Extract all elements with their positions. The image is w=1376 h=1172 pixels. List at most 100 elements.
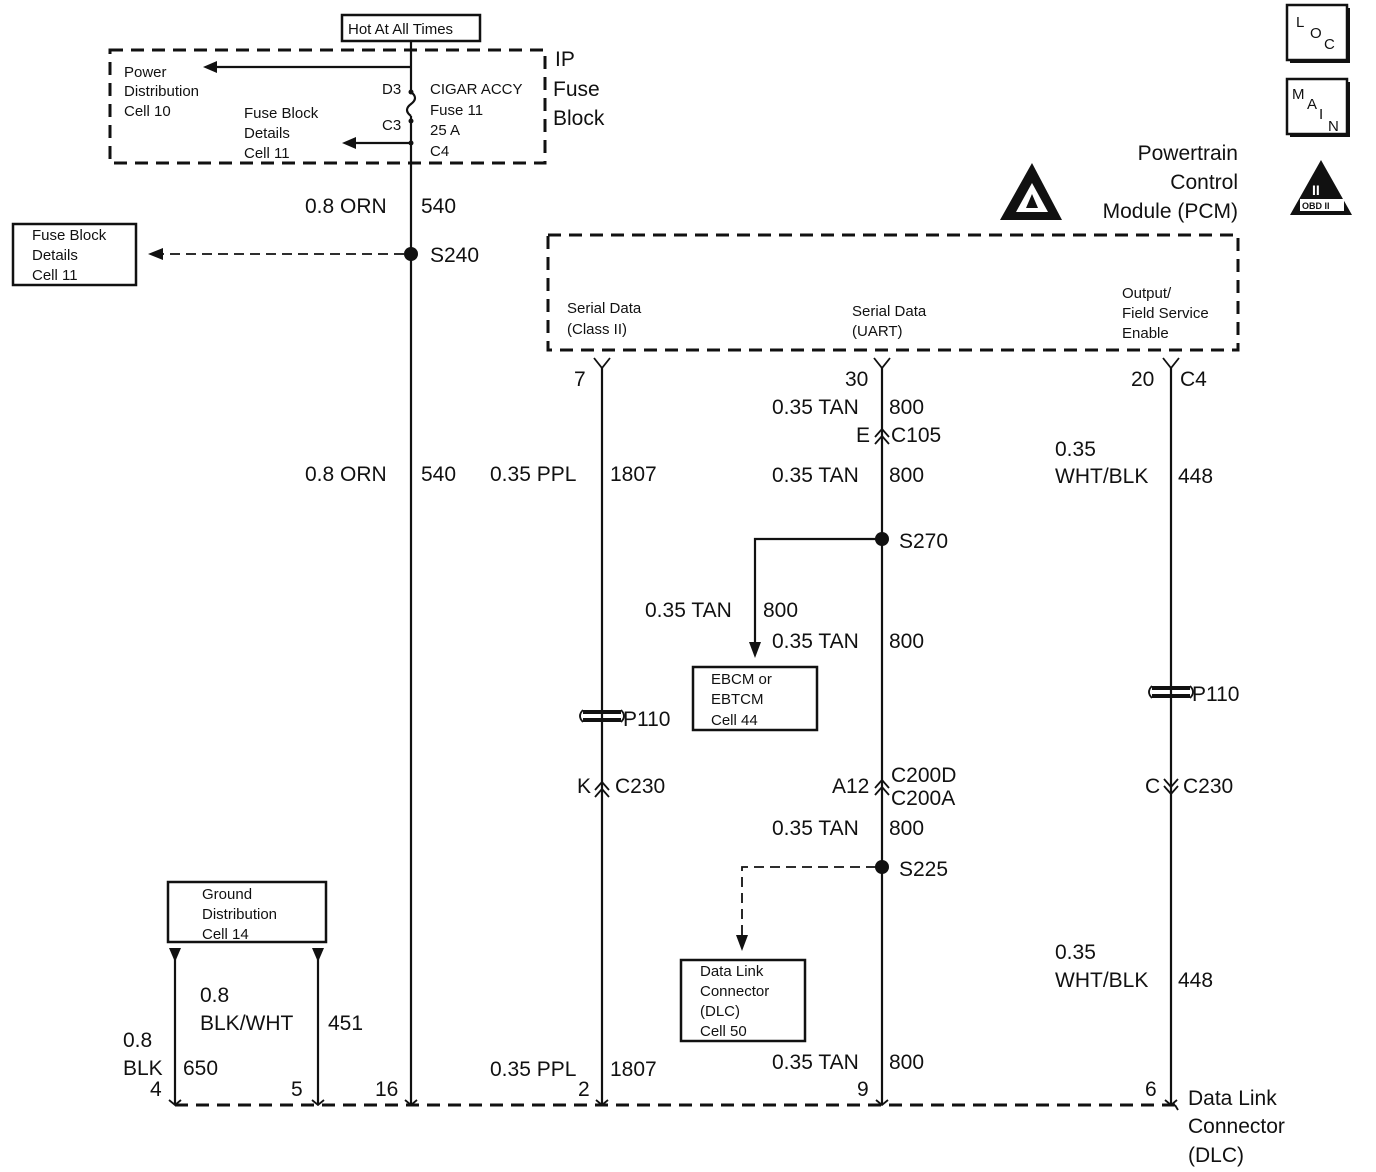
serial-uart-line-2: (UART)	[852, 323, 903, 340]
blkwht-color: BLK/WHT	[200, 1012, 294, 1035]
pin-d3: D3	[382, 81, 401, 98]
svg-text:C: C	[1324, 36, 1335, 53]
blkwht-circuit: 451	[328, 1012, 363, 1035]
ebcm-ref-line-2: EBTCM	[711, 691, 764, 708]
svg-text:O: O	[1310, 25, 1322, 42]
connector-c230-right-icon	[1163, 778, 1179, 796]
loc-icon: L O C	[1285, 3, 1350, 63]
ground-dist-line-1: Ground	[202, 886, 252, 903]
c230-left-label: C230	[615, 775, 665, 798]
fuse-name-line-2: Fuse 11	[430, 102, 483, 119]
pcm-outline	[546, 233, 1240, 352]
pcm-module: Powertrain Control Module (PCM) Serial D…	[546, 142, 1240, 391]
c230-left-pin: K	[577, 775, 591, 798]
pcm-title-2: Control	[1170, 171, 1238, 194]
serial-class2-line-2: (Class II)	[567, 321, 627, 338]
whtblk-circuit-bottom: 448	[1178, 969, 1213, 992]
fuse-name-line-1: CIGAR ACCY	[430, 81, 523, 98]
dlc-ref-line-2: Connector	[700, 983, 769, 1000]
tan-gauge-1: 0.35 TAN	[772, 396, 859, 419]
ebcm-ref-box	[691, 665, 819, 732]
blk-gauge: 0.8	[123, 1029, 152, 1052]
orn-circuit-top: 540	[421, 195, 456, 218]
arrow-left-icon	[342, 137, 356, 149]
svg-text:OBD II: OBD II	[1302, 201, 1330, 211]
tan-circuit-branch: 800	[763, 599, 798, 622]
dlc-ref-box	[679, 958, 807, 1043]
power-distribution-line-3: Cell 10	[124, 103, 171, 120]
svg-text:I: I	[1319, 106, 1323, 123]
obd-ii-icon: II OBD II	[1290, 160, 1352, 215]
ground-circuits: Ground Distribution Cell 14 0.8 BLK 650 …	[123, 880, 363, 1104]
dlc-ref-line-1: Data Link	[700, 963, 764, 980]
ground-dist-ref-box	[166, 880, 328, 944]
connector-c105-icon	[874, 427, 890, 445]
ppl-gauge-top: 0.35 PPL	[490, 463, 576, 486]
connector-c200-icon	[874, 778, 890, 796]
blkwht-gauge: 0.8	[200, 984, 229, 1007]
tan-gauge-branch: 0.35 TAN	[645, 599, 732, 622]
ground-dist-line-3: Cell 14	[202, 926, 249, 943]
ip-fuse-block: Hot At All Times IP Fuse Block Power Dis…	[108, 13, 605, 165]
fuse-name-line-3: 25 A	[430, 122, 460, 139]
arrow-down-icon	[736, 935, 748, 951]
c200d-label: C200D	[891, 764, 956, 787]
p110-right-icon	[1148, 685, 1194, 699]
dlc-pin-2: 2	[578, 1078, 590, 1101]
p110-left-icon	[579, 709, 625, 723]
whtblk-color-top: WHT/BLK	[1055, 465, 1148, 488]
splice-s270-label: S270	[899, 530, 948, 553]
pcm-pin-30: 30	[845, 368, 868, 391]
tan-gauge-3: 0.35 TAN	[772, 630, 859, 653]
tan-gauge-5: 0.35 TAN	[772, 1051, 859, 1074]
blk-color: BLK	[123, 1057, 163, 1080]
splice-s225-label: S225	[899, 858, 948, 881]
power-distribution-line-1: Power	[124, 64, 167, 81]
serial-uart-line-1: Serial Data	[852, 303, 927, 320]
circuit-540: 0.8 ORN 540 0.8 ORN 540 S240 Fuse Block …	[11, 163, 479, 1104]
arrow-left-icon	[148, 248, 163, 260]
c230-right-pin: C	[1145, 775, 1160, 798]
ppl-circuit-bottom: 1807	[610, 1058, 657, 1081]
tan-gauge-4: 0.35 TAN	[772, 817, 859, 840]
power-distribution-line-2: Distribution	[124, 83, 199, 100]
c105-label: C105	[891, 424, 941, 447]
fuse-details-ref-line-3: Cell 11	[32, 267, 78, 284]
pcm-title-1: Powertrain	[1138, 142, 1238, 165]
pcm-pin-7: 7	[574, 368, 586, 391]
fuse-block-title-1: IP	[555, 48, 575, 71]
orn-circuit-mid: 540	[421, 463, 456, 486]
ground-dist-line-2: Distribution	[202, 906, 277, 923]
c200-pin: A12	[832, 775, 869, 798]
pin-c4: C4	[430, 143, 449, 160]
p110-right-label: P110	[1192, 683, 1240, 706]
output-enable-line-1: Output/	[1122, 285, 1172, 302]
ebcm-ref-line-3: Cell 44	[711, 712, 758, 729]
output-enable-line-3: Enable	[1122, 325, 1169, 342]
svg-text:L: L	[1296, 14, 1304, 31]
svg-text:A: A	[1307, 96, 1317, 113]
hot-at-all-times-label: Hot At All Times	[348, 21, 453, 38]
tan-gauge-2: 0.35 TAN	[772, 464, 859, 487]
ppl-circuit-top: 1807	[610, 463, 657, 486]
circuit-1807: 0.35 PPL 1807 P110 K C230 0.35 PPL 1807	[490, 368, 671, 1104]
pcm-title-3: Module (PCM)	[1103, 200, 1238, 223]
pcm-connector-c4: C4	[1180, 368, 1207, 391]
fuse-icon	[405, 91, 417, 117]
p110-left-label: P110	[623, 708, 671, 731]
splice-s225-dot	[875, 860, 889, 874]
dlc-pin-6: 6	[1145, 1078, 1157, 1101]
whtblk-circuit-top: 448	[1178, 465, 1213, 488]
whtblk-gauge-top: 0.35	[1055, 438, 1096, 461]
tan-circuit-3: 800	[889, 630, 924, 653]
dlc-pin-5: 5	[291, 1078, 303, 1101]
circuit-448: 0.35 WHT/BLK 448 P110 C C230 0.35 WHT/BL…	[1055, 368, 1240, 1104]
fuse-details-line-2: Details	[244, 125, 290, 142]
orn-gauge-mid: 0.8 ORN	[305, 463, 387, 486]
fuse-block-title-3: Block	[553, 107, 605, 130]
dlc-pin-9: 9	[857, 1078, 869, 1101]
tan-circuit-5: 800	[889, 1051, 924, 1074]
whtblk-gauge-bottom: 0.35	[1055, 941, 1096, 964]
svg-text:N: N	[1328, 118, 1339, 135]
c200a-label: C200A	[891, 787, 955, 810]
